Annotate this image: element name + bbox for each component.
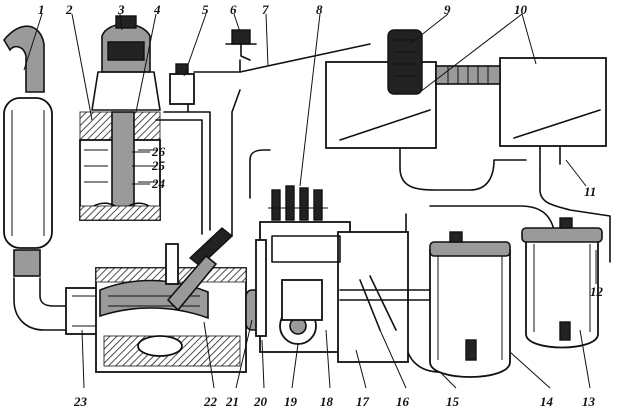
label-6: 6 xyxy=(230,2,237,17)
label-23: 23 xyxy=(73,394,88,409)
label-4: 4 xyxy=(153,2,161,17)
label-22: 22 xyxy=(203,394,218,409)
label-20: 20 xyxy=(253,394,268,409)
label-12: 12 xyxy=(590,284,604,299)
label-25: 25 xyxy=(151,158,166,173)
label-15: 15 xyxy=(446,394,460,409)
label-19: 19 xyxy=(284,394,298,409)
label-17: 17 xyxy=(356,394,370,409)
label-13: 13 xyxy=(582,394,596,409)
filter-bracket xyxy=(155,63,211,235)
label-14: 14 xyxy=(540,394,554,409)
engine-block xyxy=(95,227,247,373)
air-cleaner xyxy=(79,15,161,221)
callout-labels: 1 2 3 4 5 6 7 8 9 10 11 12 13 14 15 16 1… xyxy=(38,2,604,409)
label-9: 9 xyxy=(444,2,451,17)
label-21: 21 xyxy=(225,394,239,409)
injection-pump xyxy=(245,185,431,363)
label-8: 8 xyxy=(316,2,323,17)
leader-lines xyxy=(23,13,597,389)
label-24: 24 xyxy=(151,176,166,191)
fuel-lines xyxy=(193,43,371,237)
tank-cap xyxy=(225,29,257,61)
fuel-tanks xyxy=(325,29,607,171)
label-1: 1 xyxy=(38,2,45,17)
label-5: 5 xyxy=(202,2,209,17)
label-16: 16 xyxy=(396,394,410,409)
exhaust-muffler xyxy=(3,25,71,331)
label-2: 2 xyxy=(65,2,73,17)
label-3: 3 xyxy=(117,2,125,17)
label-18: 18 xyxy=(320,394,334,409)
fine-filters xyxy=(429,217,603,378)
label-10: 10 xyxy=(514,2,528,17)
label-7: 7 xyxy=(262,2,269,17)
label-11: 11 xyxy=(584,184,596,199)
label-26: 26 xyxy=(151,144,166,159)
